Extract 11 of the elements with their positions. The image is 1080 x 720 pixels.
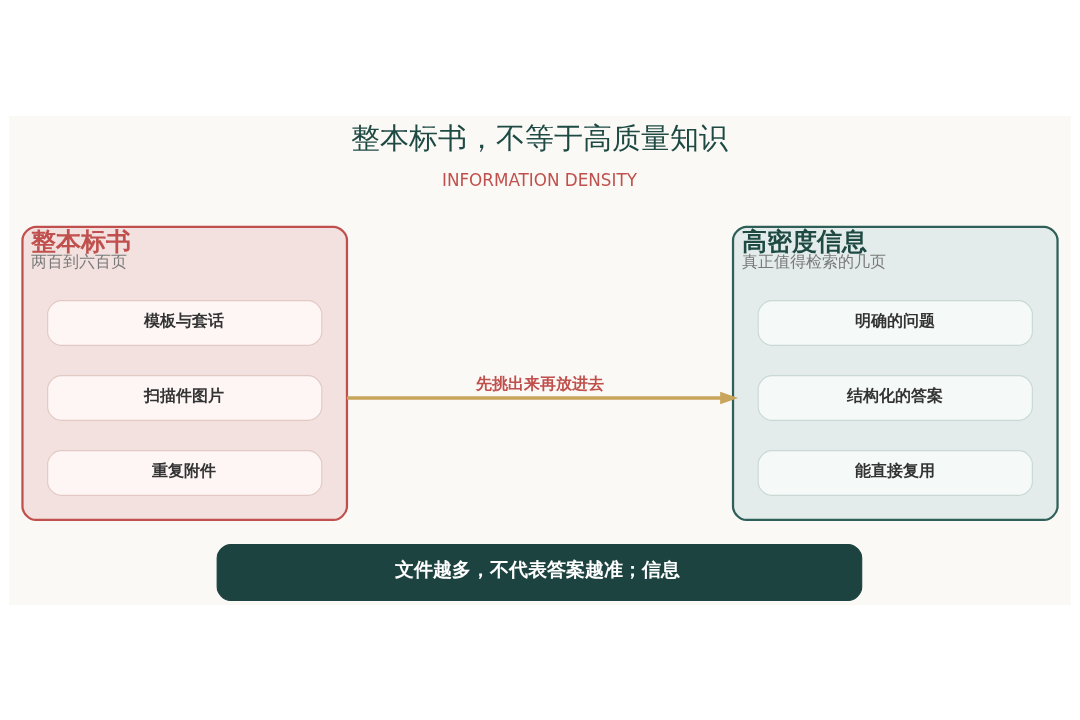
edge-label: 先挑出来再放进去 bbox=[475, 373, 604, 393]
node-box: 明确的问题 bbox=[757, 299, 1033, 346]
arrow bbox=[346, 391, 739, 404]
node-box: 重复附件 bbox=[47, 449, 323, 496]
diagram-title: 整本标书，不等于高质量知识 bbox=[351, 120, 729, 155]
label: INFORMATION DENSITY bbox=[441, 169, 637, 190]
node-box: 模板与套话 bbox=[47, 299, 323, 346]
node-box: 文件越多，不代表答案越准；信息 bbox=[216, 543, 863, 601]
node-box: 能直接复用 bbox=[757, 449, 1033, 496]
node-box: 扫描件图片 bbox=[47, 374, 323, 421]
node-box: 结构化的答案 bbox=[757, 374, 1033, 421]
